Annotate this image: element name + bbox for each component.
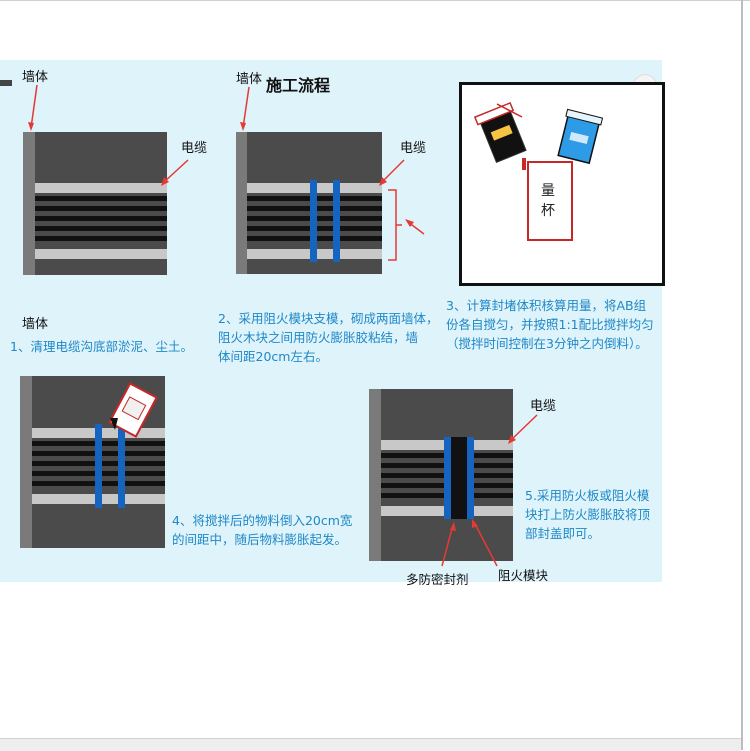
label-sealant: 多防密封剂 — [406, 572, 469, 587]
caption-step-5-line-3: 部封盖即可。 — [525, 526, 601, 541]
measuring-cup — [527, 161, 573, 241]
caption-step-1-line: 1、清理电缆沟底部淤泥、尘土。 — [10, 339, 193, 354]
window-right-scrollbar[interactable] — [741, 0, 743, 750]
arrowhead-cable-1 — [161, 177, 169, 186]
cable-1a — [35, 196, 167, 201]
caption-step-5: 5.采用防火板或阻火模 块打上防火膨胀胶将顶 部封盖即可。 — [525, 486, 650, 543]
arrow-cable-5 — [509, 414, 538, 442]
pouring-cup-icon — [108, 382, 158, 438]
caption-step-5-line-1: 5.采用防火板或阻火模 — [525, 488, 650, 503]
arrowhead-wall-2 — [240, 122, 246, 131]
bucket-a-handle — [496, 103, 523, 118]
arrowhead-bracket-2 — [405, 219, 414, 227]
wall-2 — [236, 132, 247, 274]
label-firestop-module: 阻火模块 — [498, 568, 549, 583]
cable-light-bottom-1 — [35, 249, 167, 259]
caption-step-3: 3、计算封堵体积核算用量，将AB组 份各自搅匀，并按照1:1配比搅拌均匀 （搅拌… — [446, 296, 654, 353]
wall-5 — [369, 389, 381, 561]
firestop-wall-4b — [118, 424, 125, 508]
bucket-b-icon — [557, 108, 604, 165]
wall-1 — [23, 132, 35, 275]
label-wall-bottom-1: 墙体 — [22, 317, 49, 332]
slide-title: 施工流程 — [266, 76, 331, 95]
window-bottom-bar — [0, 738, 741, 751]
cable-1d — [35, 226, 167, 231]
caption-step-5-line-2: 块打上防火膨胀胶将顶 — [525, 507, 651, 522]
arrowhead-wall-1 — [28, 122, 34, 131]
arrow-sealant-5 — [441, 524, 454, 567]
arrowhead-cable-5 — [508, 435, 516, 444]
caption-step-2: 2、采用阻火模块支模，砌成两面墙体， 阻火木块之间用防火膨胀胶粘结，墙 体间距2… — [218, 309, 438, 366]
slide-corner-marker — [0, 80, 12, 86]
bracket-2 — [388, 189, 402, 261]
cable-light-top-1 — [35, 183, 167, 193]
label-wall-2: 墙体 — [236, 72, 263, 87]
caption-step-2-line-1: 2、采用阻火模块支模，砌成两面墙体， — [218, 311, 439, 326]
firestop-wall-2a — [310, 180, 317, 262]
caption-step-3-line-2: 份各自搅匀，并按照1:1配比搅拌均匀 — [446, 317, 654, 332]
window-top-edge — [0, 0, 750, 1]
caption-step-2-line-3: 体间距20cm左右。 — [218, 349, 328, 364]
caption-step-2-line-2: 阻火木块之间用防火膨胀胶粘结，墙 — [218, 330, 419, 345]
firestop-wall-2b — [333, 180, 340, 262]
cable-1b — [35, 206, 167, 211]
arrow-cable-1 — [162, 159, 189, 184]
caption-step-4: 4、将搅拌后的物料倒入20cm宽 的间距中，随后物料膨胀起发。 — [172, 511, 352, 549]
measuring-cup-spout — [522, 158, 526, 170]
arrow-module-5 — [473, 521, 498, 567]
caption-step-3-line-3: （搅拌时间控制在3分钟之内倒料）。 — [446, 336, 648, 351]
arrow-wall-2 — [242, 86, 250, 129]
wall-4 — [20, 376, 32, 548]
firestop-wall-4a — [95, 424, 102, 508]
caption-step-1: 1、清理电缆沟底部淤泥、尘土。 — [10, 337, 193, 356]
firestop-wall-5b — [467, 437, 474, 519]
arrowhead-module-5 — [472, 519, 478, 528]
bucket-a-icon — [473, 101, 527, 164]
caption-step-3-line-1: 3、计算封堵体积核算用量，将AB组 — [446, 298, 647, 313]
caption-step-4-line-1: 4、将搅拌后的物料倒入20cm宽 — [172, 513, 353, 528]
cable-1c — [35, 216, 167, 221]
caption-step-4-line-2: 的间距中，随后物料膨胀起发。 — [172, 532, 348, 547]
label-measuring-cup: 量杯 — [541, 183, 555, 219]
label-cable-1: 电缆 — [181, 141, 208, 156]
arrow-wall-1 — [30, 84, 38, 129]
arrowhead-sealant-5 — [450, 522, 456, 531]
arrow-cable-2 — [380, 159, 405, 184]
sealant-fill-5 — [450, 437, 468, 519]
firestop-wall-5a — [444, 437, 451, 519]
label-wall-top-1: 墙体 — [22, 70, 49, 85]
arrowhead-cable-2 — [379, 177, 387, 186]
label-cable-2: 电缆 — [400, 141, 427, 156]
cable-1e — [35, 236, 167, 241]
pouring-material — [110, 418, 118, 430]
label-cable-5: 电缆 — [530, 399, 557, 414]
